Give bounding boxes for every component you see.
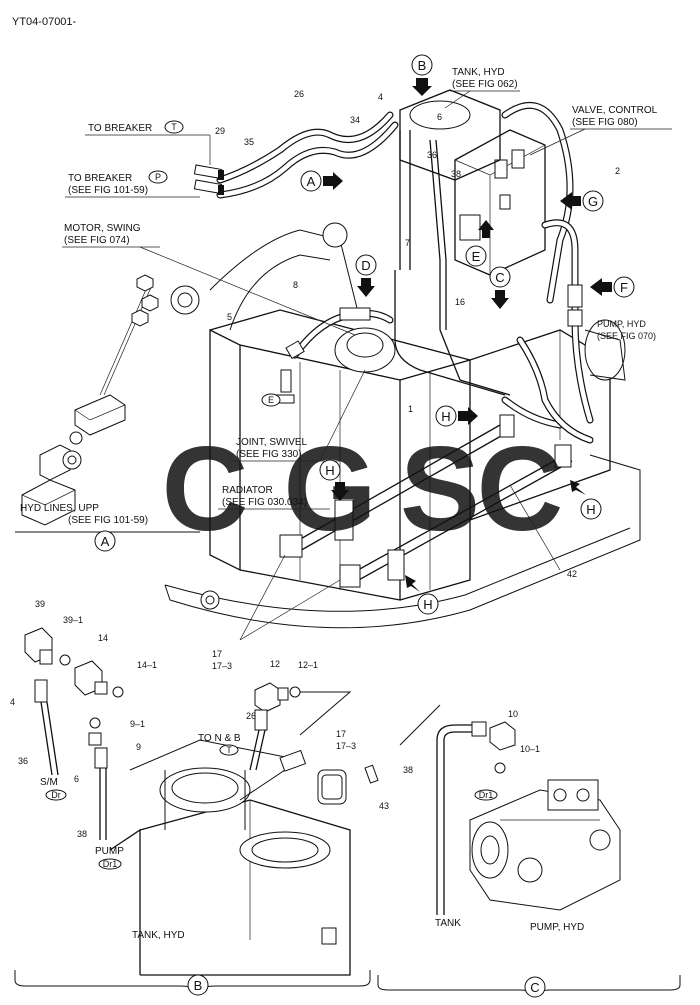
section-a-marker: A (101, 534, 110, 549)
main-callouts: B A G E D C F H H H H A (94, 54, 635, 615)
badge-e: E (268, 395, 274, 405)
part-number-b9-1: 9–1 (130, 719, 145, 729)
label-tank-hyd-b: TANK, HYD (132, 930, 185, 941)
part-number-b39-1: 39–1 (63, 615, 83, 625)
part-number-b17: 17 (336, 729, 346, 739)
label-to-breaker-p-ref: (SEE FIG 101-59) (68, 185, 148, 196)
part-number-b9: 9 (136, 742, 141, 752)
part-number-35: 35 (244, 137, 254, 147)
badge-to-breaker-t: T (171, 122, 177, 132)
callout-h-4: H (423, 597, 432, 612)
label-tank-hyd: TANK, HYD (452, 67, 505, 78)
part-number-b14-1: 14–1 (137, 660, 157, 670)
badge-s-m: Dr (51, 790, 61, 800)
callout-e: E (472, 249, 481, 264)
part-number-b6: 6 (74, 774, 79, 784)
part-number-34: 34 (350, 115, 360, 125)
label-pump-hyd-c: PUMP, HYD (530, 922, 584, 933)
callout-f: F (620, 280, 628, 295)
part-number-b36: 36 (18, 756, 28, 766)
label-to-breaker-p: TO BREAKER (68, 173, 132, 184)
watermark-letter-3: S (400, 422, 480, 556)
part-number-17: 17 (212, 649, 222, 659)
badge-dr1: Dr1 (479, 790, 494, 800)
badge-to-n-b: T (226, 745, 232, 755)
part-number-7: 7 (405, 238, 410, 248)
detail-a-exploded-parts (15, 274, 200, 533)
section-b-marker: B (194, 978, 203, 993)
part-number-26: 26 (294, 89, 304, 99)
detail-b-labels: 39 39–1 14 14–1 12 12–1 4 9–1 9 36 6 38 … (10, 599, 389, 996)
label-joint-swivel: JOINT, SWIVEL (236, 437, 308, 448)
part-number-c38: 38 (403, 765, 413, 775)
detail-c-drawing (377, 704, 681, 998)
callout-h-3: H (586, 502, 595, 517)
label-s-m: S/M (40, 777, 58, 788)
main-part-numbers: 26 4 6 34 36 38 29 35 2 7 16 8 5 1 42 17… (212, 89, 620, 671)
part-number-b12-1: 12–1 (298, 660, 318, 670)
document-code: YT04-07001- (12, 16, 77, 28)
label-valve-control-ref: (SEE FIG 080) (572, 117, 638, 128)
main-labels: TO BREAKER T TO BREAKER P (SEE FIG 101-5… (20, 67, 672, 526)
watermark-letter-4: C (477, 422, 564, 556)
part-number-38: 38 (451, 169, 461, 179)
detail-c-labels: 10 10–1 38 Dr1 TANK PUMP, HYD C (403, 709, 584, 998)
part-number-16: 16 (455, 297, 465, 307)
detail-b-drawing (14, 627, 379, 994)
part-number-b39: 39 (35, 599, 45, 609)
part-number-17-3: 17–3 (212, 661, 232, 671)
label-pump-hyd-ref: (SEE FIG 070) (597, 331, 656, 341)
part-number-2: 2 (615, 166, 620, 176)
label-radiator: RADIATOR (222, 485, 273, 496)
label-joint-swivel-ref: (SEE FIG 330) (236, 449, 302, 460)
label-pump: PUMP (95, 846, 124, 857)
part-number-b26: 26 (246, 711, 256, 721)
part-number-c10-1: 10–1 (520, 744, 540, 754)
label-motor-swing-ref: (SEE FIG 074) (64, 235, 130, 246)
part-number-1: 1 (408, 404, 413, 414)
part-number-36: 36 (427, 150, 437, 160)
callout-b: B (418, 58, 427, 73)
label-motor-swing: MOTOR, SWING (64, 223, 141, 234)
label-hyd-lines-upp-ref: (SEE FIG 101-59) (68, 515, 148, 526)
badge-to-breaker-p: P (155, 172, 161, 182)
part-number-b43: 43 (379, 801, 389, 811)
watermark: C G S C (162, 422, 564, 556)
label-radiator-ref: (SEE FIG 030.034) (222, 497, 307, 508)
badge-pump: Dr1 (103, 859, 118, 869)
watermark-letter-2: G (283, 422, 376, 556)
part-number-b4: 4 (10, 697, 15, 707)
part-number-8: 8 (293, 280, 298, 290)
callout-a-main: A (307, 174, 316, 189)
part-number-b14: 14 (98, 633, 108, 643)
label-valve-control: VALVE, CONTROL (572, 105, 658, 116)
callout-d: D (361, 258, 370, 273)
part-number-c10: 10 (508, 709, 518, 719)
watermark-letter-1: C (162, 422, 249, 556)
callout-g: G (588, 194, 598, 209)
callout-c-main: C (495, 270, 504, 285)
label-to-breaker-t: TO BREAKER (88, 123, 152, 134)
label-hyd-lines-upp: HYD LINES, UPP (20, 503, 99, 514)
label-tank-c: TANK (435, 918, 461, 929)
part-number-42: 42 (567, 569, 577, 579)
part-number-b38: 38 (77, 829, 87, 839)
callout-h-2: H (325, 463, 334, 478)
part-number-4: 4 (378, 92, 383, 102)
label-pump-hyd: PUMP, HYD (597, 319, 646, 329)
label-tank-hyd-ref: (SEE FIG 062) (452, 79, 518, 90)
part-number-6: 6 (437, 112, 442, 122)
callout-h-1: H (441, 409, 450, 424)
part-number-5: 5 (227, 312, 232, 322)
part-number-29: 29 (215, 126, 225, 136)
part-number-b17-3: 17–3 (336, 741, 356, 751)
part-number-b12: 12 (270, 659, 280, 669)
section-c-marker: C (530, 980, 539, 995)
main-assembly-drawing (164, 89, 641, 629)
label-to-n-b: TO N & B (198, 733, 241, 744)
